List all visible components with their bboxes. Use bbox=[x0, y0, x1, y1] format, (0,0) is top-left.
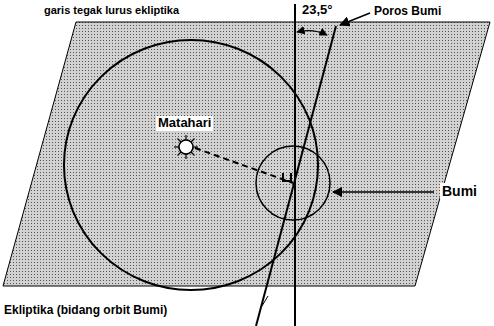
right-angle-mark bbox=[283, 173, 291, 181]
earth-label: Bumi bbox=[440, 183, 479, 199]
sun-symbol bbox=[174, 135, 198, 159]
sun-label: Matahari bbox=[156, 116, 213, 131]
earth-circle bbox=[256, 146, 330, 220]
ecliptic-plane bbox=[3, 22, 490, 286]
leader-line bbox=[333, 191, 434, 193]
perpendicular-label: garis tegak lurus ekliptika bbox=[44, 4, 179, 17]
angle-arc bbox=[297, 31, 327, 35]
perpendicular-line bbox=[294, 4, 296, 326]
sun-earth-line bbox=[195, 148, 293, 183]
earth-axis bbox=[256, 26, 336, 326]
axis-label: Poros Bumi bbox=[374, 5, 441, 19]
leader-line bbox=[340, 13, 370, 25]
earth-orbit bbox=[64, 40, 318, 290]
ecliptic-label: Ekliptika (bidang orbit Bumi) bbox=[4, 304, 167, 318]
leader-line bbox=[262, 296, 268, 306]
angle-label: 23,5° bbox=[302, 3, 333, 18]
